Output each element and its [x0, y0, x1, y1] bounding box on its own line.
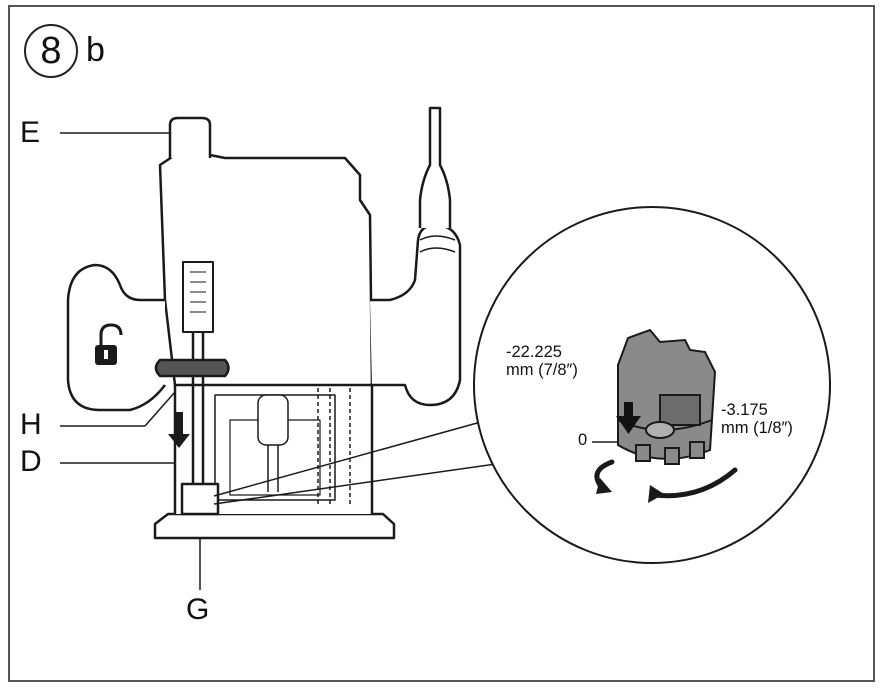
- router-base: [153, 512, 396, 540]
- dial-zero-label: 0: [578, 431, 588, 449]
- dial-right-value: -3.175: [721, 401, 768, 419]
- dial-down-arrow-icon: [616, 402, 641, 434]
- callout-label-h: H: [20, 408, 42, 441]
- callout-label-e: E: [20, 116, 41, 149]
- callout-label-g: G: [186, 593, 210, 626]
- down-arrow-icon: [168, 412, 190, 448]
- dial-top-value: -22.225: [506, 343, 562, 361]
- depth-turret: [180, 482, 220, 516]
- rotate-arrow-icon: [594, 459, 738, 499]
- figure-suffix: b: [86, 31, 105, 69]
- top-knob: [168, 116, 212, 158]
- callout-label-d: D: [20, 445, 42, 478]
- power-cord: [418, 106, 452, 228]
- unlock-icon: [95, 323, 123, 365]
- left-handle: [66, 263, 166, 412]
- figure-number: 8: [40, 29, 62, 72]
- dial-top-unit: mm (7/8″): [506, 361, 578, 379]
- figure-number-badge: 8: [24, 24, 78, 78]
- dial-right-unit: mm (1/8″): [721, 419, 793, 437]
- right-handle: [370, 223, 462, 407]
- depth-scale: [182, 261, 214, 333]
- depth-clamp-lever: [154, 358, 230, 378]
